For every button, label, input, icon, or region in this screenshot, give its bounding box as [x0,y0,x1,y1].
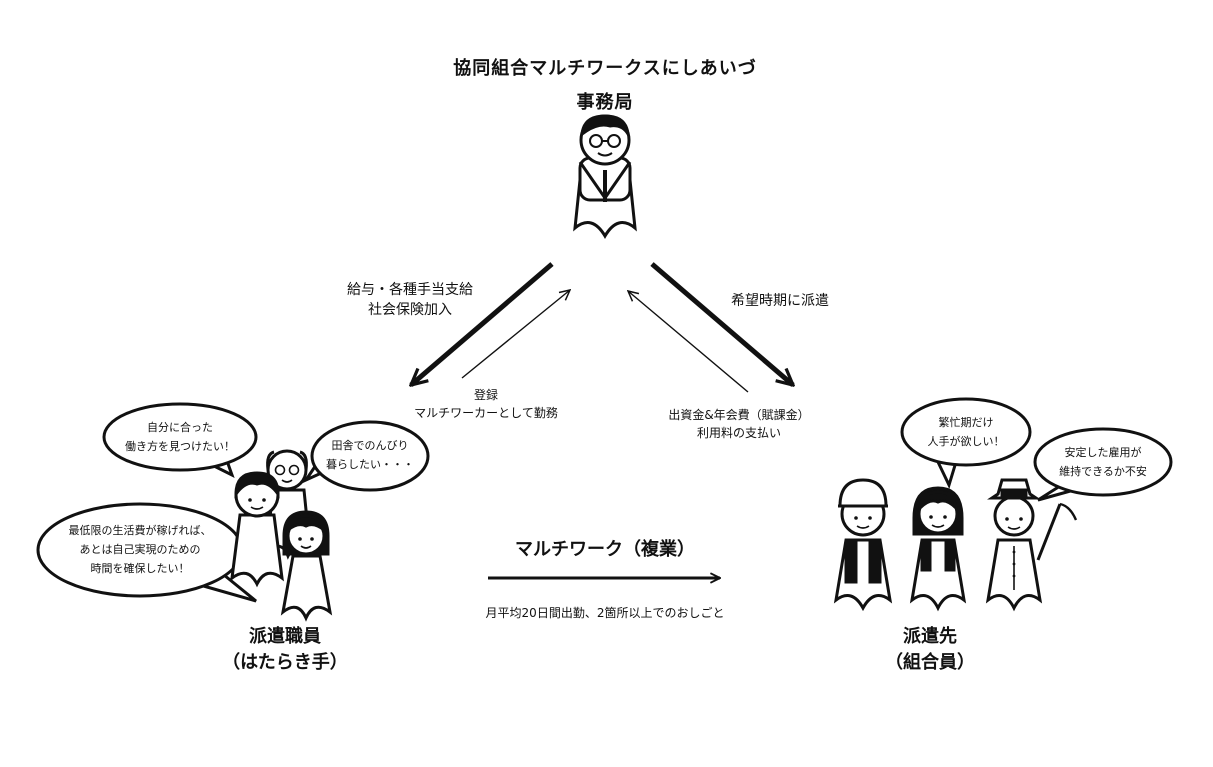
arrow-office-to-member [650,262,793,385]
member-label: 派遣先 （組合員） [860,624,1000,676]
member-figure-worker-helmet [833,478,893,612]
worker-bubble-1-shape [102,402,258,479]
worker-bubble-3-line-2: あとは自己実現のための [79,543,201,556]
worker-bubble-2-line-2: 暮らしたい・・・ [326,458,414,471]
member-subtitle: （組合員） [885,652,975,673]
flow-worker-to-office-label: 登録 マルチワーカーとして勤務 [396,386,576,422]
member-bubble-1-line-1: 繁忙期だけ [938,416,994,429]
worker-subtitle: （はたらき手） [222,652,348,673]
member-figure-woman [909,486,967,612]
worker-title: 派遣職員 [249,626,321,647]
worker-bubble-3-line-1: 最低限の生活費が稼げれば、 [68,524,212,537]
worker-figure-woman [280,510,333,622]
member-bubble-2-shape [1033,427,1173,502]
worker-figure-man [230,471,284,588]
flow-member-to-office-line-1: 出資金&年会費（賦課金） [668,408,810,422]
member-bubble-1-line-2: 人手が欲しい！ [927,435,1005,448]
worker-bubble-2: 田舎でのんびり 暮らしたい・・・ [318,436,422,474]
arrow-office-to-worker [411,262,554,385]
flow-office-to-member-label: 希望時期に派遣 [731,293,829,309]
member-title: 派遣先 [903,626,957,647]
flow-worker-to-office-line-1: 登録 [473,388,498,402]
flow-member-to-office-label: 出資金&年会費（賦課金） 利用料の支払い [644,406,834,442]
worker-bubble-1-line-1: 自分に合った [147,421,213,434]
flow-worker-to-office-line-2: マルチワーカーとして勤務 [414,406,558,420]
flow-member-to-office-line-2: 利用料の支払い [696,426,781,440]
worker-bubble-2-line-1: 田舎でのんびり [331,439,409,452]
flow-office-to-worker-line-1: 給与・各種手当支給 [347,282,473,298]
multiwork-note: 月平均20日間出勤、2箇所以上でのおしごと [485,606,725,620]
multiwork-label: マルチワーク（複業） [515,539,695,560]
member-bubble-2-line-2: 維持できるか不安 [1059,465,1147,478]
member-bubble-1-shape [900,397,1032,490]
office-staff-figure [573,114,637,239]
office-org-name: 協同組合マルチワークスにしあいづ [453,58,757,79]
worker-bubble-1: 自分に合った 働き方を見つけたい！ [110,418,250,456]
arrow-worker-to-office [461,290,570,379]
member-bubble-2-line-1: 安定した雇用が [1064,446,1142,459]
worker-bubble-3: 最低限の生活費が稼げれば、 あとは自己実現のための 時間を確保したい！ [50,521,230,578]
flow-office-to-worker-line-2: 社会保険加入 [368,302,452,318]
arrow-member-to-office [628,291,749,393]
flow-office-to-worker-label: 給与・各種手当支給 社会保険加入 [330,280,490,320]
worker-bubble-2-shape [301,420,430,492]
member-figure-farmer [985,478,1078,612]
worker-bubble-3-line-3: 時間を確保したい！ [90,562,190,575]
member-bubble-2: 安定した雇用が 維持できるか不安 [1043,443,1163,481]
member-bubble-1: 繁忙期だけ 人手が欲しい！ [912,413,1020,451]
office-role-label: 事務局 [576,92,634,113]
worker-bubble-1-line-2: 働き方を見つけたい！ [125,440,235,453]
worker-label: 派遣職員 （はたらき手） [200,624,370,676]
